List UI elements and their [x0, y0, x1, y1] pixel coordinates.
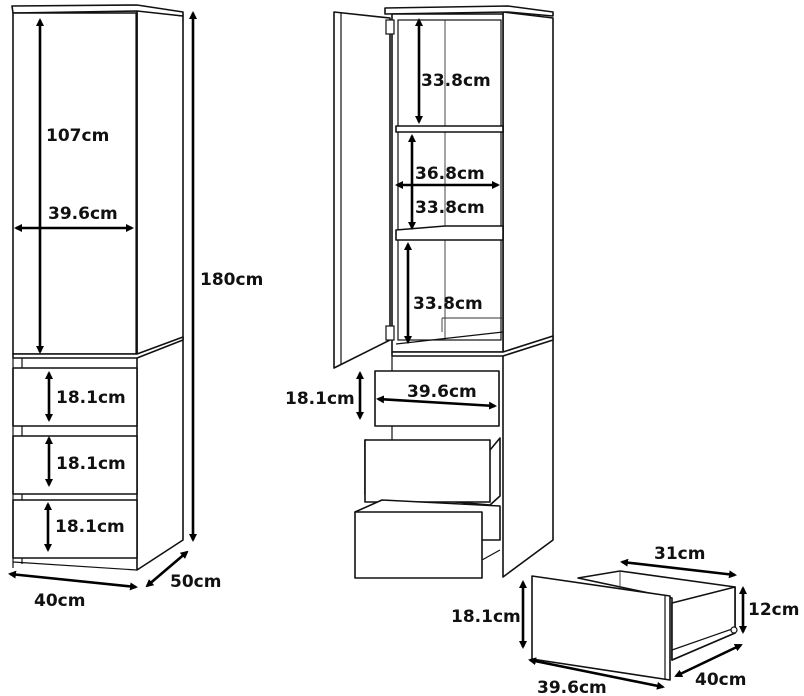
open-door — [333, 11, 391, 369]
drawer-side-height-label: 12cm — [748, 600, 799, 620]
inner-width-label: 36.8cm — [415, 164, 485, 184]
hinge-bottom-icon — [385, 325, 395, 341]
door-width-label: 39.6cm — [48, 204, 118, 224]
depth-label: 50cm — [170, 572, 221, 592]
drawer-height-label: 18.1cm — [285, 389, 355, 409]
width-label: 40cm — [34, 591, 85, 611]
drawer-depth-label: 40cm — [695, 670, 746, 690]
total-height-label: 180cm — [200, 270, 263, 290]
shelf-2 — [395, 225, 504, 241]
drawer-front-3 — [12, 499, 138, 559]
drawer-detail-view: 31cm 18.1cm 12cm 39.6cm 40cm — [451, 544, 799, 696]
hinge-top-icon — [385, 19, 395, 35]
drawer-front-width-label-detail: 39.6cm — [537, 678, 607, 696]
shelf-height-label-1: 33.8cm — [421, 71, 491, 91]
shelf-height-label-2: 33.8cm — [415, 198, 485, 218]
open-drawer-3 — [354, 511, 483, 579]
cabinet-door — [12, 12, 138, 355]
closed-cabinet-view: 107cm 39.6cm 180cm 18.1cm 18.1cm 18.1cm … — [8, 4, 263, 611]
drawer-height-label-2: 18.1cm — [56, 454, 126, 474]
shelf-height-label-3: 33.8cm — [413, 294, 483, 314]
door-height-label: 107cm — [46, 126, 109, 146]
drawer-height-label-1: 18.1cm — [56, 388, 126, 408]
drawer-front-2 — [12, 435, 138, 495]
drawer-inner-width-label: 31cm — [654, 544, 705, 564]
drawer-front-height-label: 18.1cm — [451, 607, 521, 627]
drawer-front — [531, 575, 671, 681]
drawer-front-width-label: 39.6cm — [407, 382, 477, 402]
drawer-front-1 — [12, 367, 138, 427]
open-cabinet-view: 33.8cm 36.8cm 33.8cm 33.8cm 18.1cm 39.6c… — [285, 5, 554, 579]
shelf-1 — [395, 125, 504, 133]
drawer-height-label-3: 18.1cm — [55, 517, 125, 537]
